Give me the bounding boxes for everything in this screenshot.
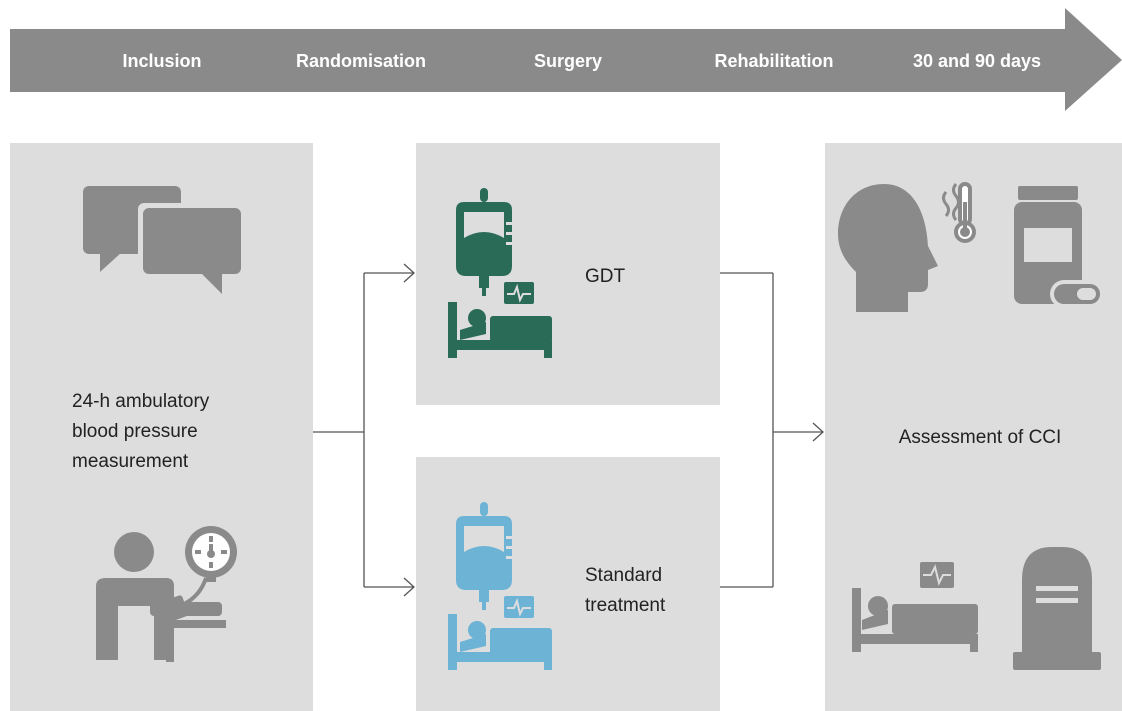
- fever-head-icon: [838, 182, 976, 312]
- gravestone-icon: [1013, 547, 1101, 670]
- standard-text-line-2: treatment: [585, 595, 666, 616]
- stage-randomisation: Randomisation: [296, 51, 426, 71]
- timeline-arrow-band: [10, 8, 1122, 111]
- inclusion-text-line-2: blood pressure: [72, 421, 198, 442]
- gdt-box: GDT: [416, 143, 720, 405]
- speech-bubbles-icon: [83, 186, 246, 294]
- connector-lines: [313, 263, 824, 597]
- stage-rehabilitation: Rehabilitation: [714, 51, 833, 71]
- arrowhead-to-standard: [403, 577, 415, 597]
- gdt-label: GDT: [585, 266, 626, 287]
- stage-30-and-90-days: 30 and 90 days: [913, 51, 1041, 71]
- outcome-box: Assessment of CCI: [825, 143, 1122, 711]
- standard-treatment-box: Standard treatment: [416, 457, 720, 711]
- inclusion-box: 24-h ambulatory blood pressure measureme…: [10, 143, 313, 711]
- iv-bag-patient-icon: [448, 502, 552, 670]
- timeline-arrow: Inclusion Randomisation Surgery Rehabili…: [10, 8, 1122, 111]
- inclusion-text-line-1: 24-h ambulatory: [72, 391, 210, 412]
- arrowhead-to-outcome: [812, 422, 824, 442]
- inclusion-text-line-3: measurement: [72, 451, 189, 472]
- stage-inclusion: Inclusion: [122, 51, 201, 71]
- arrowhead-to-gdt: [403, 263, 415, 283]
- standard-text-line-1: Standard: [585, 565, 662, 586]
- iv-bag-patient-icon: [448, 188, 552, 358]
- hospital-bed-monitor-icon: [852, 562, 978, 652]
- medication-bottle-icon: [1014, 186, 1104, 308]
- blood-pressure-measurement-icon: [96, 526, 237, 662]
- outcome-label: Assessment of CCI: [899, 427, 1062, 448]
- stage-surgery: Surgery: [534, 51, 602, 71]
